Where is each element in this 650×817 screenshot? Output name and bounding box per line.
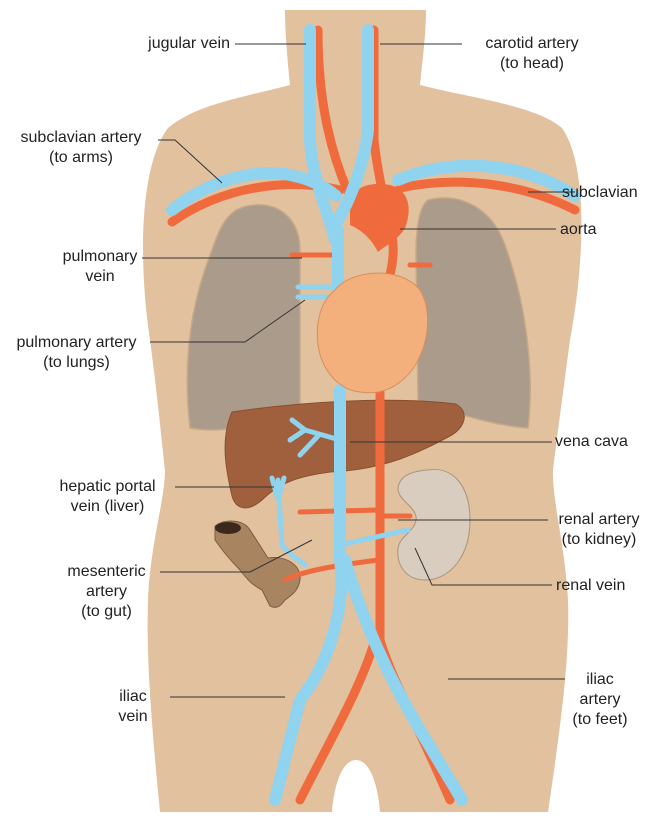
label-pulmonary-artery-line-2: (to lungs) [4, 353, 149, 373]
label-mesenteric-artery-line-1: mesenteric [54, 562, 159, 582]
label-iliac-artery-line-3: (to feet) [560, 710, 640, 730]
label-iliac-vein-line-2: vein [98, 707, 168, 727]
label-pulmonary-vein: pulmonary vein [50, 247, 150, 287]
label-mesenteric-artery: mesenteric artery (to gut) [54, 562, 159, 622]
label-renal-artery-line-2: (to kidney) [550, 530, 648, 550]
label-vena-cava-line-1: vena cava [555, 432, 628, 452]
label-subclavian-vein-line-1: subclavian [562, 183, 638, 203]
label-pulmonary-artery: pulmonary artery (to lungs) [4, 333, 149, 373]
label-renal-artery: renal artery (to kidney) [550, 510, 648, 550]
label-iliac-artery-line-2: artery [560, 690, 640, 710]
label-hepatic-portal-vein: hepatic portal vein (liver) [40, 477, 175, 517]
label-mesenteric-artery-line-3: (to gut) [54, 602, 159, 622]
label-subclavian-artery-line-1: subclavian artery [6, 128, 156, 148]
label-aorta: aorta [560, 220, 596, 240]
label-carotid-artery-line-1: carotid artery [462, 34, 602, 54]
label-carotid-artery: carotid artery (to head) [462, 34, 602, 74]
label-aorta-line-1: aorta [560, 220, 596, 240]
label-pulmonary-artery-line-1: pulmonary artery [4, 333, 149, 353]
label-hepatic-portal-vein-line-2: vein (liver) [40, 497, 175, 517]
label-iliac-vein: iliac vein [98, 687, 168, 727]
label-subclavian-artery: subclavian artery (to arms) [6, 128, 156, 168]
label-renal-artery-line-1: renal artery [550, 510, 648, 530]
label-subclavian-artery-line-2: (to arms) [6, 148, 156, 168]
label-mesenteric-artery-line-2: artery [54, 582, 159, 602]
label-carotid-artery-line-2: (to head) [462, 54, 602, 74]
label-iliac-artery-line-1: iliac [560, 670, 640, 690]
label-iliac-artery: iliac artery (to feet) [560, 670, 640, 730]
label-vena-cava: vena cava [555, 432, 628, 452]
label-subclavian-vein: subclavian [562, 183, 638, 203]
label-pulmonary-vein-line-2: vein [50, 267, 150, 287]
label-pulmonary-vein-line-1: pulmonary [50, 247, 150, 267]
label-jugular-vein-line-1: jugular vein [148, 34, 230, 54]
label-iliac-vein-line-1: iliac [98, 687, 168, 707]
label-renal-vein: renal vein [556, 576, 625, 596]
label-hepatic-portal-vein-line-1: hepatic portal [40, 477, 175, 497]
label-renal-vein-line-1: renal vein [556, 576, 625, 596]
label-jugular-vein: jugular vein [148, 34, 230, 54]
